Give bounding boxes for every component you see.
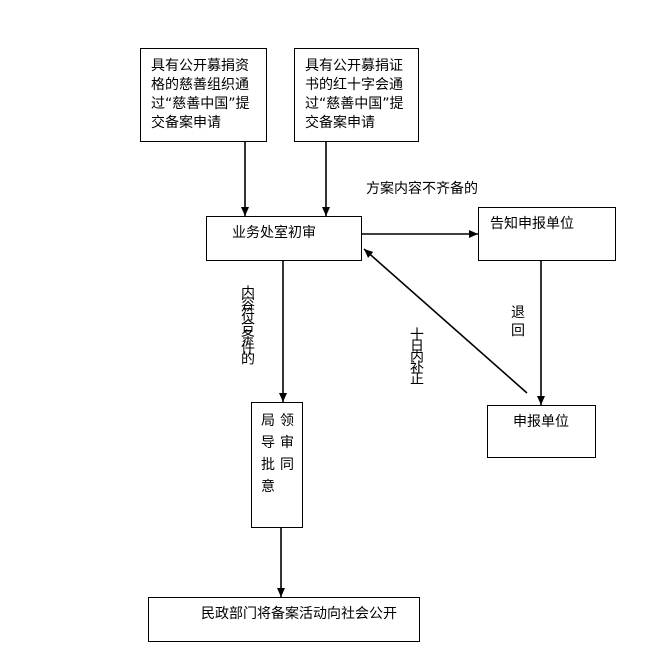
applicant-unit-text: 申报单位: [513, 414, 569, 430]
charity-apply-text: 具有公开募捐资格的慈善组织通过“慈善中国”提交备案申请: [151, 58, 250, 131]
charity-apply-node: 具有公开募捐资格的慈善组织通过“慈善中国”提交备案申请: [140, 48, 267, 142]
notify-unit-node: 告知申报单位: [478, 207, 616, 261]
initial-review-node: 业务处室初审: [206, 216, 362, 261]
applicant-unit-node: 申报单位: [487, 405, 596, 458]
bureau-approval-node: 局导批意 领审同: [251, 402, 303, 528]
publish-text: 民政部门将备案活动向社会公开: [201, 606, 397, 622]
initial-review-text: 业务处室初审: [232, 225, 316, 241]
notify-unit-text: 告知申报单位: [490, 216, 574, 232]
return-label: 退回: [511, 305, 525, 339]
redcross-apply-node: 具有公开募捐证书的红十字会通过“慈善中国”提交备案申请: [294, 48, 419, 142]
redcross-apply-text: 具有公开募捐证书的红十字会通过“慈善中国”提交备案申请: [305, 58, 404, 131]
bureau-approval-col2-text: 领审同: [280, 413, 294, 473]
arrow-applicant-to-review: [363, 248, 528, 394]
resubmit-label: 十日内补正: [408, 327, 424, 382]
meets-conditions-label: 内容符合条件的: [239, 285, 255, 362]
publish-node: 民政部门将备案活动向社会公开: [148, 597, 420, 642]
bureau-approval-col1-text: 局导批意: [261, 413, 275, 495]
incomplete-label: 方案内容不齐备的: [366, 181, 478, 197]
